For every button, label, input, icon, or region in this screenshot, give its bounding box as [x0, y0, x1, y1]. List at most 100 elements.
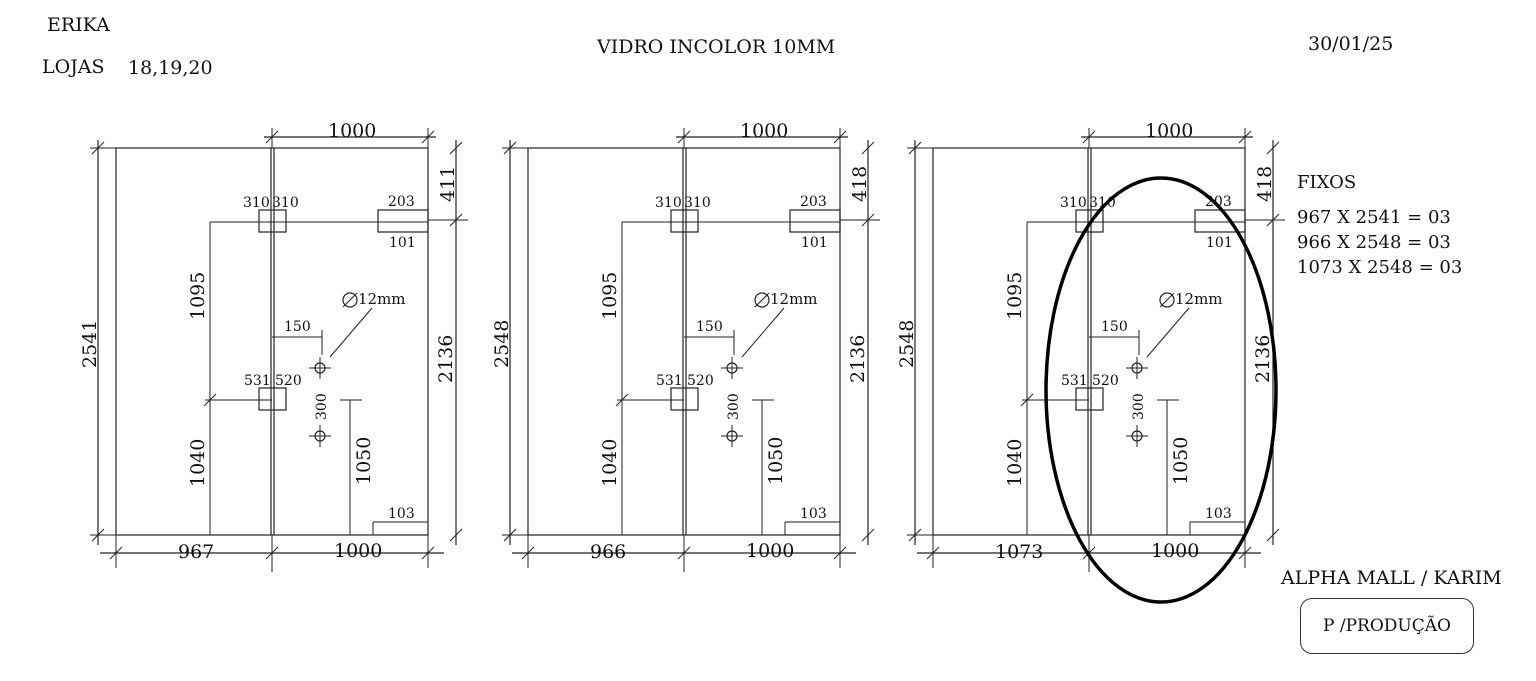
dimension-tick: [677, 130, 691, 144]
top-offset-label: 418: [1254, 166, 1276, 202]
bottom-pivot-label: 103: [800, 506, 827, 522]
diameter-symbol: [342, 292, 358, 308]
top-offset-label: 418: [849, 166, 871, 202]
stores-label: LOJAS: [42, 56, 105, 78]
dimension-tick: [109, 546, 123, 560]
top-offset-label: 411: [437, 166, 459, 202]
dimension-tick: [1082, 130, 1096, 144]
height-1095-label: 1095: [599, 272, 621, 320]
notes-line: 967 X 2541 = 03: [1297, 207, 1451, 228]
diameter-slash: [342, 292, 358, 308]
leader-line: [1146, 307, 1190, 358]
dimension-tick: [521, 546, 535, 560]
drawing-title: VIDRO INCOLOR 10MM: [597, 36, 836, 58]
notes-line: 966 X 2548 = 03: [1297, 232, 1451, 253]
dimension-tick: [615, 393, 629, 407]
dimension-tick: [265, 130, 279, 144]
pivot-width-label: 203: [800, 194, 827, 210]
top-pivot-box: [377, 209, 429, 233]
pivot-height-label: 101: [1206, 235, 1233, 251]
height-1050-label: 1050: [765, 437, 787, 485]
left-width-label: 1073: [995, 541, 1043, 563]
hinge-width-label: 310: [684, 195, 711, 211]
dimension-tick: [421, 546, 435, 560]
right-height-label: 2136: [435, 335, 457, 383]
hinge-pos-label: 531: [656, 373, 683, 389]
dimension-tick: [421, 130, 435, 144]
height-1040-label: 1040: [1004, 439, 1026, 487]
hinge-pos-label: 520: [1092, 373, 1119, 389]
right-width-label: 1000: [1151, 540, 1199, 562]
right-height-label: 2136: [1252, 335, 1274, 383]
right-width-label: 1000: [746, 540, 794, 562]
hinge-box: [670, 387, 699, 411]
height-1095-label: 1095: [187, 272, 209, 320]
left-width-label: 966: [590, 541, 626, 563]
dimension-tick: [1266, 141, 1280, 155]
hole-spacing-label: 300: [314, 393, 330, 420]
dimension-tick: [861, 528, 875, 542]
diameter-slash: [1159, 292, 1175, 308]
hinge-width-label: 310: [655, 195, 682, 211]
hinge-box: [258, 387, 287, 411]
dimension-tick: [833, 130, 847, 144]
dimension-tick: [265, 546, 279, 560]
dimension-tick: [449, 141, 463, 155]
dimension-tick: [1020, 393, 1034, 407]
hinge-width-label: 310: [272, 195, 299, 211]
pivot-height-label: 101: [801, 235, 828, 251]
bottom-pivot-label: 103: [388, 506, 415, 522]
top-width-label: 1000: [1145, 120, 1193, 142]
dimension-tick: [1266, 528, 1280, 542]
total-height-label: 2548: [896, 320, 918, 368]
pivot-width-label: 203: [388, 194, 415, 210]
drawing-date: 30/01/25: [1308, 33, 1394, 55]
offset-150-label: 150: [696, 319, 723, 335]
notes-title: FIXOS: [1297, 172, 1357, 193]
top-pivot-box: [789, 209, 841, 233]
highlight-ellipse: [1044, 176, 1278, 604]
top-width-label: 1000: [328, 120, 376, 142]
status-badge: P /PRODUÇÃO: [1300, 598, 1474, 654]
total-height-label: 2541: [79, 320, 101, 368]
hinge-box: [258, 209, 287, 233]
height-1040-label: 1040: [599, 439, 621, 487]
hole-diameter-label: 12mm: [358, 290, 406, 308]
hinge-pos-label: 520: [687, 373, 714, 389]
dimension-tick: [1238, 546, 1252, 560]
right-height-label: 2136: [847, 335, 869, 383]
total-height-label: 2548: [491, 320, 513, 368]
hole-spacing-label: 300: [726, 393, 742, 420]
hole-diameter-label: 12mm: [1175, 290, 1223, 308]
hinge-width-label: 310: [243, 195, 270, 211]
hinge-width-label: 310: [1060, 195, 1087, 211]
hole-diameter-label: 12mm: [770, 290, 818, 308]
hinge-box: [670, 209, 699, 233]
top-width-label: 1000: [740, 120, 788, 142]
height-1040-label: 1040: [187, 439, 209, 487]
leader-line: [329, 307, 373, 358]
hinge-box: [1075, 209, 1104, 233]
bottom-pivot-label: 103: [1205, 506, 1232, 522]
dimension-tick: [833, 546, 847, 560]
right-width-label: 1000: [334, 540, 382, 562]
leader-line: [741, 307, 785, 358]
dimension-tick: [926, 546, 940, 560]
client-name: ERIKA: [47, 14, 110, 36]
stores-value: 18,19,20: [128, 57, 213, 79]
hinge-pos-label: 531: [1061, 373, 1088, 389]
offset-150-label: 150: [284, 319, 311, 335]
pivot-height-label: 101: [389, 235, 416, 251]
project-name: ALPHA MALL / KARIM: [1281, 567, 1502, 589]
diameter-symbol: [754, 292, 770, 308]
hinge-pos-label: 531: [244, 373, 271, 389]
height-1095-label: 1095: [1004, 272, 1026, 320]
height-1050-label: 1050: [1170, 437, 1192, 485]
fixed-panels-notes: FIXOS 967 X 2541 = 03 966 X 2548 = 03 10…: [1297, 170, 1462, 280]
diameter-slash: [754, 292, 770, 308]
dimension-tick: [861, 141, 875, 155]
